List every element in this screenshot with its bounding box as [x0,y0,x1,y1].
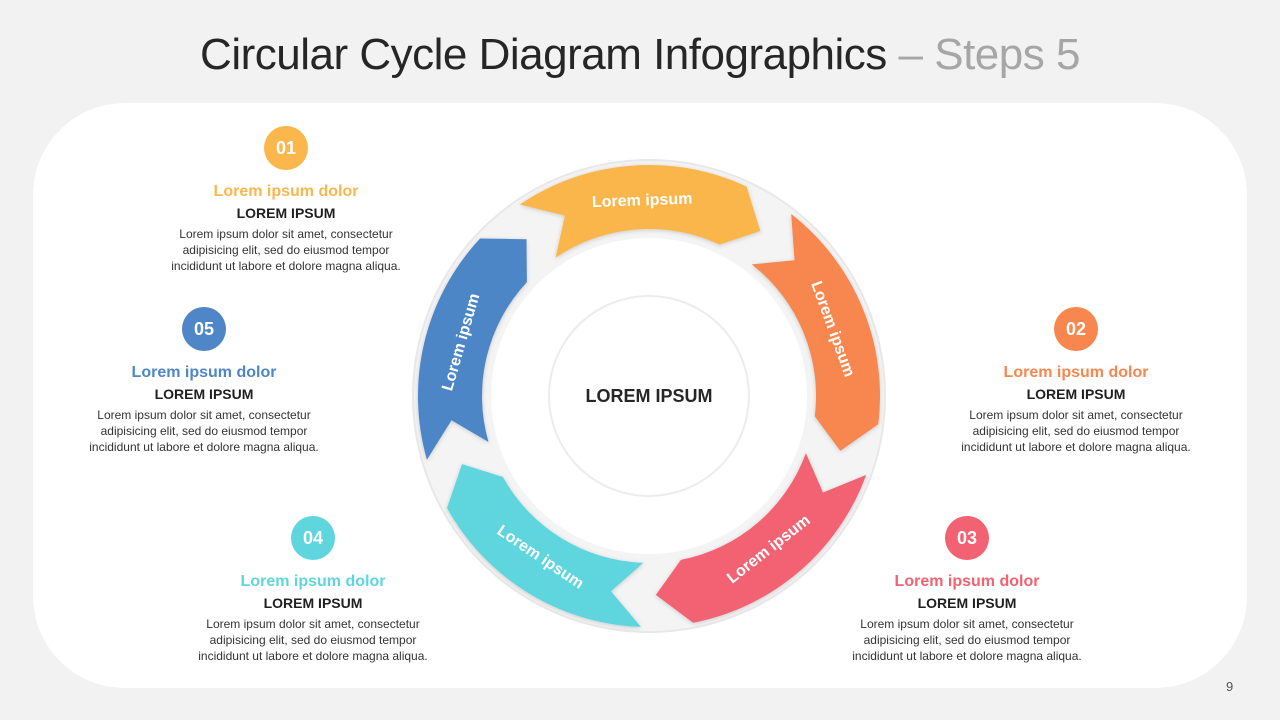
step-title-04: Lorem ipsum dolor [240,573,386,590]
step-subtitle-05: LOREM IPSUM [154,386,254,402]
page-number: 9 [1226,679,1234,694]
cycle-segment-label-1: Lorem ipsum [592,191,693,212]
step-02: 02 Lorem ipsum dolor LOREM IPSUM Lorem i… [936,307,1216,455]
slide-title-main: Circular Cycle Diagram Infographics [200,30,887,79]
cycle-segment-1 [519,164,761,258]
step-subtitle-03: LOREM IPSUM [917,595,1017,611]
step-subtitle-02: LOREM IPSUM [1026,386,1126,402]
step-title-05: Lorem ipsum dolor [131,364,277,381]
slide-title-sub: – Steps 5 [898,30,1081,79]
step-05: 05 Lorem ipsum dolor LOREM IPSUM Lorem i… [64,307,344,455]
cycle-segment-3 [655,453,867,623]
step-body-03: Lorem ipsum dolor sit amet, consectetur … [852,617,1082,663]
step-badge-01: 01 [264,126,308,170]
step-badge-04: 04 [291,516,335,560]
step-body-02: Lorem ipsum dolor sit amet, consectetur … [961,408,1191,454]
step-body-05: Lorem ipsum dolor sit amet, consectetur … [89,408,319,454]
step-03: 03 Lorem ipsum dolor LOREM IPSUM Lorem i… [827,516,1107,664]
step-title-03: Lorem ipsum dolor [894,573,1040,590]
step-badge-03: 03 [945,516,989,560]
cycle-segment-2 [751,214,881,451]
step-badge-05: 05 [182,307,226,351]
slide-title: Circular Cycle Diagram Infographics – St… [0,30,1280,80]
step-badge-02: 02 [1054,307,1098,351]
center-label: LOREM IPSUM [585,386,712,406]
step-body-01: Lorem ipsum dolor sit amet, consectetur … [171,227,401,273]
cycle-segment-4 [447,464,644,627]
step-04: 04 Lorem ipsum dolor LOREM IPSUM Lorem i… [173,516,453,664]
step-title-01: Lorem ipsum dolor [213,183,359,200]
step-subtitle-04: LOREM IPSUM [263,595,363,611]
center-circle [548,295,750,497]
step-title-02: Lorem ipsum dolor [1003,364,1149,381]
step-body-04: Lorem ipsum dolor sit amet, consectetur … [198,617,428,663]
cycle-segment-5 [417,238,527,460]
step-subtitle-01: LOREM IPSUM [236,205,336,221]
step-01: 01 Lorem ipsum dolor LOREM IPSUM Lorem i… [146,126,426,274]
